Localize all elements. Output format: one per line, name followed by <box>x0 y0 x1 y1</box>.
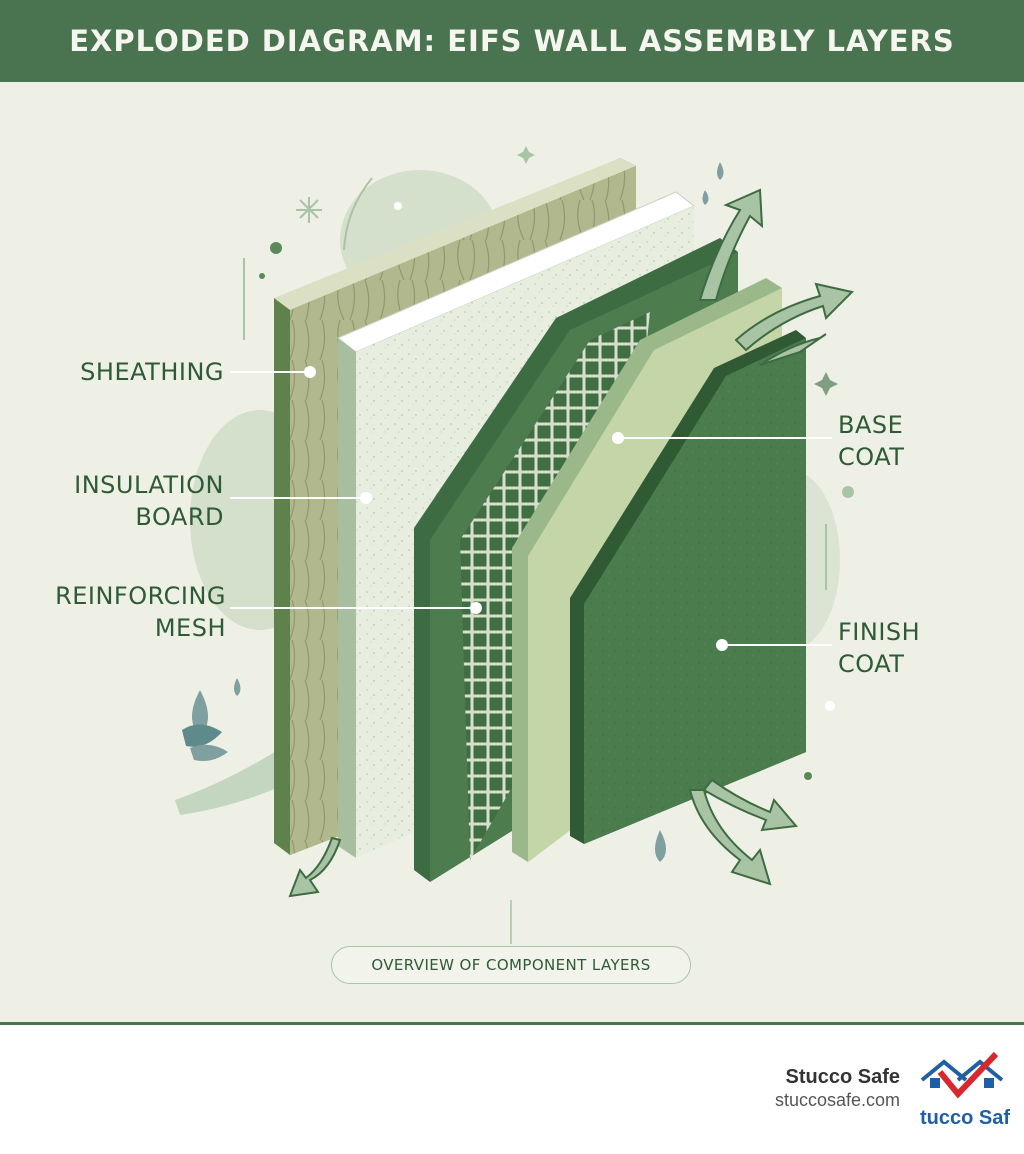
brand-url: stuccosafe.com <box>774 1090 900 1110</box>
brand-name: Stucco Safe <box>785 1066 900 1088</box>
diagram-canvas <box>0 82 1024 1024</box>
leader-lines <box>230 371 832 646</box>
eifs-diagram <box>175 146 854 944</box>
brand-logo-icon <box>920 1051 1004 1099</box>
water-icon <box>182 690 228 761</box>
caption-text: OVERVIEW OF COMPONENT LAYERS <box>371 956 651 974</box>
label-sheathing: SHEATHING <box>80 358 224 386</box>
header-bar: EXPLODED DIAGRAM: EIFS WALL ASSEMBLY LAY… <box>0 0 1024 82</box>
label-insulation-board: INSULATION BOARD <box>74 471 224 531</box>
footer-divider <box>0 1022 1024 1025</box>
caption-pill: OVERVIEW OF COMPONENT LAYERS <box>331 946 691 984</box>
page-title: EXPLODED DIAGRAM: EIFS WALL ASSEMBLY LAY… <box>69 24 955 58</box>
label-base-coat: BASE COAT <box>838 411 905 471</box>
label-finish-coat: FINISH COAT <box>838 618 921 678</box>
water-drops <box>234 162 724 862</box>
airflow-arrows <box>288 188 854 898</box>
finish-coat-layer <box>570 330 806 844</box>
leader-dots <box>304 366 728 651</box>
footer <box>0 1025 1024 1154</box>
label-reinforcing-mesh: REINFORCING MESH <box>55 582 226 642</box>
brand-logo-text: tucco Saf <box>920 1107 1011 1129</box>
sparkle-decor <box>243 146 854 780</box>
